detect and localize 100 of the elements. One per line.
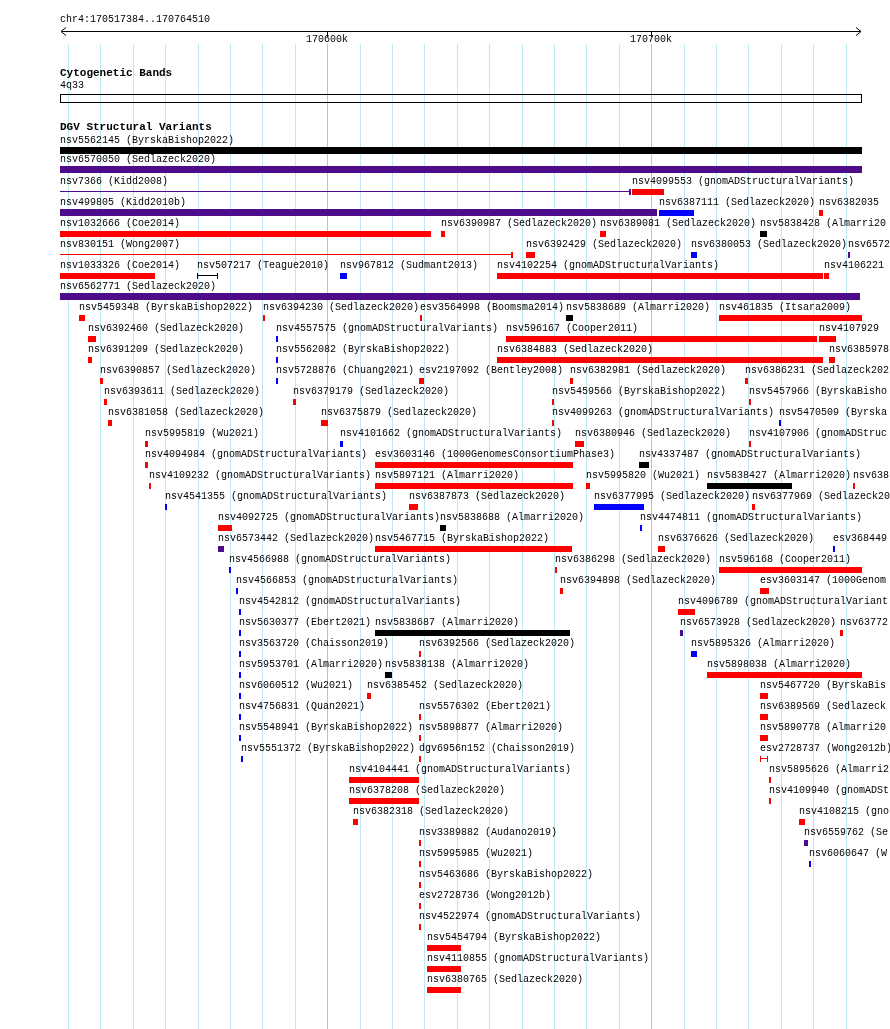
variant-label: esv3603147 (1000Genom [760, 575, 887, 587]
variant-label: nsv6391209 (Sedlazeck2020) [88, 344, 245, 356]
variant-label: nsv5454794 (ByrskaBishop2022) [427, 932, 602, 944]
variant-label: nsv5890778 (Almarri20 [760, 722, 887, 734]
variant-label: nsv5898877 (Almarri2020) [419, 722, 564, 734]
variant-label: nsv6392460 (Sedlazeck2020) [88, 323, 245, 335]
variant-label: nsv4110855 (gnomADStructuralVariants) [427, 953, 650, 965]
variant-label: nsv6380765 (Sedlazeck2020) [427, 974, 584, 986]
variant-label: nsv4109232 (gnomADStructuralVariants) [149, 470, 372, 482]
variant-label: nsv5838427 (Almarri2020) [707, 470, 852, 482]
variant-label: nsv6573442 (Sedlazeck2020) [218, 533, 375, 545]
variant-label: nsv5897121 (Almarri2020) [375, 470, 520, 482]
variant-label: nsv6375879 (Sedlazeck2020) [321, 407, 478, 419]
variant-label: nsv5548941 (ByrskaBishop2022) [239, 722, 414, 734]
variant-label: nsv5995985 (Wu2021) [419, 848, 534, 860]
variant-label: nsv6390857 (Sedlazeck2020) [100, 365, 257, 377]
variant-label: nsv1032666 (Coe2014) [60, 218, 181, 230]
axis-tick-label: 170700k [630, 34, 672, 46]
variant-label: esv2197092 (Bentley2008) [419, 365, 564, 377]
variant-label: nsv5562145 (ByrskaBishop2022) [60, 135, 235, 147]
variant-label: nsv499805 (Kidd2010b) [60, 197, 187, 209]
variant-label: nsv6382981 (Sedlazeck2020) [570, 365, 727, 377]
variant-label: nsv6570050 (Sedlazeck2020) [60, 154, 217, 166]
variant-label: nsv5838687 (Almarri2020) [375, 617, 520, 629]
track-title: Cytogenetic Bands [60, 67, 173, 79]
variant-label: nsv4099553 (gnomADStructuralVariants) [632, 176, 855, 188]
variant-label: nsv1033326 (Coe2014) [60, 260, 181, 272]
variant-label: nsv6385452 (Sedlazeck2020) [367, 680, 524, 692]
variant-label: esv3603146 (1000GenomesConsortiumPhase3) [375, 449, 616, 461]
variant-label: nsv6384883 (Sedlazeck2020) [497, 344, 654, 356]
variant-label: nsv4541355 (gnomADStructuralVariants) [165, 491, 388, 503]
variant-label: nsv6376626 (Sedlazeck2020) [658, 533, 815, 545]
variant-label: nsv4107929 [819, 323, 879, 335]
variant-label: nsv5995819 (Wu2021) [145, 428, 260, 440]
variant-label: nsv4104441 (gnomADStructuralVariants) [349, 764, 572, 776]
variant-label: esv2728737 (Wong2012b) [760, 743, 890, 755]
track-title: DGV Structural Variants [60, 121, 212, 133]
variant-label: nsv596167 (Cooper2011) [506, 323, 639, 335]
variant-label: nsv5576302 (Ebert2021) [419, 701, 552, 713]
variant-label: nsv4108215 (gno [799, 806, 889, 818]
variant-label: nsv4566853 (gnomADStructuralVariants) [236, 575, 459, 587]
variant-label: nsv5459348 (ByrskaBishop2022) [79, 302, 254, 314]
variant-label: dgv6956n152 (Chaisson2019) [419, 743, 576, 755]
variant-label: nsv4557575 (gnomADStructuralVariants) [276, 323, 499, 335]
variant-label: nsv5728876 (Chuang2021) [276, 365, 415, 377]
variant-label: nsv5838688 (Almarri2020) [440, 512, 585, 524]
variant-label: nsv6389569 (Sedlazeck [760, 701, 887, 713]
variant-label: esv3564998 (Boomsma2014) [420, 302, 565, 314]
variant-label: nsv830151 (Wong2007) [60, 239, 181, 251]
variant-label: esv2728736 (Wong2012b) [419, 890, 552, 902]
variant-label: nsv5898038 (Almarri2020) [707, 659, 852, 671]
variant-label: nsv461835 (Itsara2009) [719, 302, 852, 314]
variant-label: nsv6394898 (Sedlazeck2020) [560, 575, 717, 587]
region-label: chr4:170517384..170764510 [60, 14, 211, 26]
variant-label: nsv4101662 (gnomADStructuralVariants) [340, 428, 563, 440]
variant-label: nsv63772 [840, 617, 888, 629]
variant-label: nsv6380946 (Sedlazeck2020) [575, 428, 732, 440]
variant-label: nsv6381058 (Sedlazeck2020) [108, 407, 265, 419]
variant-label: nsv4094984 (gnomADStructuralVariants) [145, 449, 368, 461]
variant-label: nsv596168 (Cooper2011) [719, 554, 852, 566]
variant-label: nsv4542812 (gnomADStructuralVariants) [239, 596, 462, 608]
variant-label: nsv5551372 (ByrskaBishop2022) [241, 743, 416, 755]
variant-label: nsv5562082 (ByrskaBishop2022) [276, 344, 451, 356]
variant-label: nsv6572 [848, 239, 890, 251]
variant-label: nsv6573928 (Sedlazeck2020) [680, 617, 837, 629]
variant-label: nsv5463686 (ByrskaBishop2022) [419, 869, 594, 881]
variant-label: nsv4099263 (gnomADStructuralVariants) [552, 407, 775, 419]
variant-label: nsv6385978 [829, 344, 889, 356]
variant-label: nsv6387111 (Sedlazeck2020) [659, 197, 816, 209]
cytoband-label: 4q33 [60, 80, 84, 92]
variant-label: nsv967812 (Sudmant2013) [340, 260, 479, 272]
variant-label: nsv4096789 (gnomADStructuralVariant [678, 596, 889, 608]
variant-label: nsv5457966 (ByrskaBisho [749, 386, 888, 398]
variant-label: nsv5953701 (Almarri2020) [239, 659, 384, 671]
variant-label: nsv6394230 (Sedlazeck2020) [263, 302, 420, 314]
variant-label: nsv7366 (Kidd2008) [60, 176, 169, 188]
variant-label: nsv4337487 (gnomADStructuralVariants) [639, 449, 862, 461]
variant-label: nsv6393611 (Sedlazeck2020) [104, 386, 261, 398]
variant-label: nsv6060647 (W [809, 848, 887, 860]
variant-label: nsv6387873 (Sedlazeck2020) [409, 491, 566, 503]
variant-label: nsv5838138 (Almarri2020) [385, 659, 530, 671]
variant-label: nsv6382035 [819, 197, 879, 209]
axis-tick-label: 170600k [306, 34, 348, 46]
variant-label: nsv4102254 (gnomADStructuralVariants) [497, 260, 720, 272]
variant-label: nsv5630377 (Ebert2021) [239, 617, 372, 629]
variant-label: nsv6380053 (Sedlazeck2020) [691, 239, 848, 251]
variant-label: nsv507217 (Teague2010) [197, 260, 330, 272]
variant-label: esv368449 [833, 533, 887, 545]
variant-label: nsv6377995 (Sedlazeck2020) [594, 491, 751, 503]
variant-label: nsv5467720 (ByrskaBis [760, 680, 887, 692]
variant-label: nsv5470509 (Byrska [779, 407, 888, 419]
variant-label: nsv4107906 (gnomADStruc [749, 428, 888, 440]
variant-label: nsv6382318 (Sedlazeck2020) [353, 806, 510, 818]
variant-label: nsv5895326 (Almarri2020) [691, 638, 836, 650]
variant-label: nsv6377969 (Sedlazeck20 [752, 491, 890, 503]
variant-label: nsv4106221 [824, 260, 884, 272]
variant-label: nsv6392566 (Sedlazeck2020) [419, 638, 576, 650]
variant-label: nsv6562771 (Sedlazeck2020) [60, 281, 217, 293]
variant-label: nsv6386231 (Sedlazeck202 [745, 365, 890, 377]
variant-label: nsv6379179 (Sedlazeck2020) [293, 386, 450, 398]
